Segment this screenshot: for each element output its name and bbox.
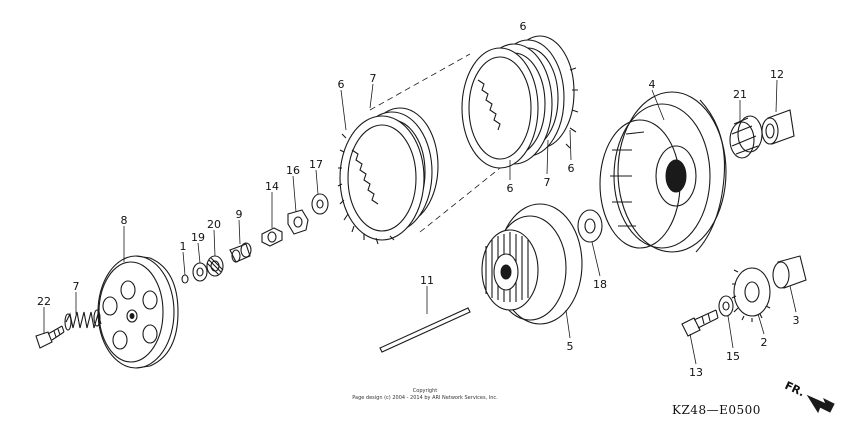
callout-6-mid: 6 xyxy=(507,182,514,195)
small-parts-cluster xyxy=(181,255,224,284)
callout-18: 18 xyxy=(593,278,607,291)
lifter-piece xyxy=(229,242,252,263)
callout-14: 14 xyxy=(265,180,279,193)
clutch-plate-stack-front xyxy=(337,107,439,245)
callout-6-rear: 6 xyxy=(568,162,575,175)
front-direction-arrow: FR. xyxy=(783,379,835,414)
clutch-plate-stack-rear xyxy=(461,35,579,169)
callout-17: 17 xyxy=(309,158,323,171)
pressure-plate xyxy=(97,255,179,369)
callout-12: 12 xyxy=(770,68,784,81)
callout-4: 4 xyxy=(649,78,656,91)
needle-bearing xyxy=(729,115,763,159)
washer-15 xyxy=(718,295,734,317)
push-rod xyxy=(379,307,471,353)
collar xyxy=(761,109,795,145)
clutch-center xyxy=(481,203,583,325)
thrust-washer xyxy=(577,209,603,243)
copyright-line-2: Page design (c) 2004 - 2014 by ARI Netwo… xyxy=(352,395,498,401)
callout-7-rear: 7 xyxy=(544,176,551,189)
callout-16: 16 xyxy=(286,164,300,177)
copyright-line-1: Copyright xyxy=(413,388,437,394)
callout-15: 15 xyxy=(726,350,740,363)
clutch-spring xyxy=(64,309,102,331)
assembly-line-bottom xyxy=(419,167,501,233)
clutch-outer xyxy=(599,91,727,253)
callout-11: 11 xyxy=(420,274,434,287)
callout-8: 8 xyxy=(121,214,128,227)
assembly-line-top xyxy=(369,53,471,111)
leader-lines xyxy=(43,79,797,365)
callout-10: 7 xyxy=(73,280,80,293)
gear-2 xyxy=(731,267,771,322)
direction-label: FR. xyxy=(783,379,807,399)
diagram-code: KZ48—E0500 xyxy=(672,403,761,417)
callout-3: 3 xyxy=(793,314,800,327)
callout-20: 20 xyxy=(207,218,221,231)
callout-21: 21 xyxy=(733,88,747,101)
callout-1: 1 xyxy=(180,240,187,253)
bushing-3 xyxy=(772,255,807,289)
callout-6-top: 6 xyxy=(520,20,527,33)
callout-7-front: 7 xyxy=(370,72,377,85)
callout-9: 9 xyxy=(236,208,243,221)
callout-5: 5 xyxy=(567,340,574,353)
callout-13: 13 xyxy=(689,366,703,379)
callout-22: 22 xyxy=(37,295,51,308)
callout-19: 19 xyxy=(191,231,205,244)
callout-6-front: 6 xyxy=(338,78,345,91)
callout-labels: 22 7 8 1 19 20 9 14 16 17 6 7 6 4 21 12 … xyxy=(37,20,800,379)
callout-2: 2 xyxy=(761,336,768,349)
bolt-13 xyxy=(681,309,719,337)
nut-and-washers xyxy=(261,193,329,247)
bolt-22 xyxy=(35,325,65,349)
